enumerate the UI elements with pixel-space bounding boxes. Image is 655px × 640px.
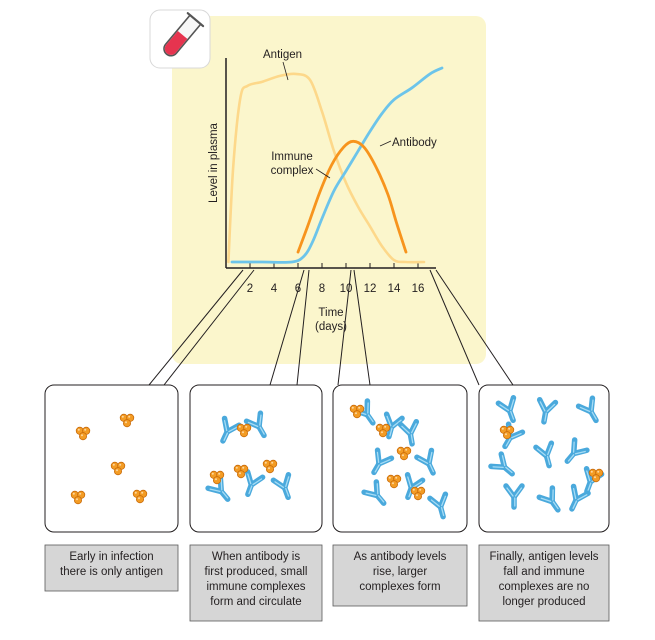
caption-2-line-3: immune complexes	[206, 581, 305, 593]
stage-panel-4	[478, 384, 610, 533]
caption-4-line-3: complexes are no	[499, 581, 590, 593]
caption-4-line-1: Finally, antigen levels	[489, 551, 598, 563]
caption-3-line-1: As antibody levels	[354, 551, 447, 563]
caption-3-line-3: complexes form	[359, 581, 440, 593]
callout-lines	[148, 269, 514, 386]
stage-panel-3	[332, 384, 468, 533]
caption-2-line-2: first produced, small	[205, 566, 308, 578]
x-tick-label: 14	[388, 283, 401, 295]
caption-box-3: As antibody levels rise, larger complexe…	[332, 544, 468, 607]
x-tick-label: 2	[247, 283, 253, 295]
x-tick-label: 8	[319, 283, 325, 295]
x-tick-label: 16	[412, 283, 425, 295]
stage-panel-1	[44, 384, 179, 533]
y-axis-label: Level in plasma	[208, 122, 220, 203]
caption-2-line-4: form and circulate	[210, 596, 301, 608]
x-tick-label: 4	[271, 283, 278, 295]
antigen-label: Antigen	[263, 49, 302, 61]
immune-complex-label-line1: Immune	[271, 151, 313, 163]
immune-complex-label-line2: complex	[271, 165, 314, 177]
x-tick-label: 12	[364, 283, 377, 295]
x-tick-label: 10	[340, 283, 353, 295]
immune-complex-curve	[296, 139, 408, 254]
caption-2-line-1: When antibody is	[212, 551, 300, 563]
caption-box-4: Finally, antigen levels fall and immune …	[478, 544, 610, 622]
stage-panel-2	[189, 384, 323, 533]
caption-box-2: When antibody is first produced, small i…	[189, 544, 323, 622]
caption-4-line-4: longer produced	[502, 596, 585, 608]
antigen-curve	[227, 72, 426, 264]
x-axis-label-line2: (days)	[315, 321, 347, 333]
caption-1-line-2: there is only antigen	[60, 566, 163, 578]
caption-1-line-1: Early in infection	[69, 551, 153, 563]
caption-3-line-2: rise, larger	[373, 566, 427, 578]
chart-panel	[172, 16, 486, 364]
antibody-label: Antibody	[392, 137, 437, 149]
immune-complex-label-leader	[315, 168, 331, 179]
caption-box-1: Early in infection there is only antigen	[44, 544, 179, 592]
test-tube-icon	[149, 9, 211, 69]
series-layer	[227, 66, 444, 264]
x-axis-label-line1: Time	[318, 307, 343, 319]
antigen-label-leader	[282, 61, 289, 81]
antibody-label-leader	[379, 140, 392, 147]
antibody-curve	[230, 66, 444, 264]
caption-4-line-2: fall and immune	[503, 566, 584, 578]
